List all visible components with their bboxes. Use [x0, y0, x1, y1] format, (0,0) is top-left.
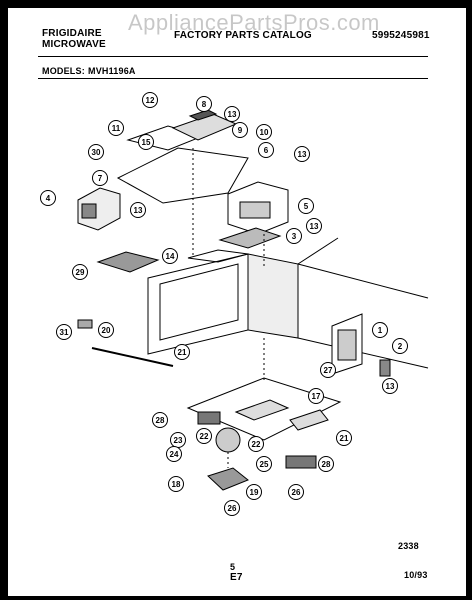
callout-circle: [56, 324, 72, 340]
callout-circle: [152, 412, 168, 428]
callout-label: 26: [228, 504, 237, 513]
callout-label: 21: [178, 348, 187, 357]
callout-circle: [142, 92, 158, 108]
callout-label: 31: [60, 328, 69, 337]
callout-label: 13: [310, 222, 319, 231]
callout-circle: [88, 144, 104, 160]
callout-label: 20: [102, 326, 111, 335]
callout-label: 1: [378, 326, 383, 335]
callout-circle: [318, 456, 334, 472]
callout-label: 12: [146, 96, 155, 105]
revision-date: 10/93: [404, 570, 428, 580]
callout-circle: [294, 146, 310, 162]
callout-label: 13: [298, 150, 307, 159]
callout-circle: [92, 170, 108, 186]
callout-label: 15: [142, 138, 151, 147]
callout-circle: [256, 124, 272, 140]
callout-circle: [196, 428, 212, 444]
parts-diagram-page: AppliancePartsPros.com FRIGIDAIRE MICROW…: [8, 8, 466, 596]
callout-circle: [286, 228, 302, 244]
callout-circle: [108, 120, 124, 136]
callout-label: 13: [386, 382, 395, 391]
catalog-title: FACTORY PARTS CATALOG: [174, 30, 312, 41]
callout-label: 17: [312, 392, 321, 401]
callout-label: 13: [228, 110, 237, 119]
callout-circle: [248, 436, 264, 452]
callout-circle: [320, 362, 336, 378]
callout-label: 29: [76, 268, 85, 277]
page-number: 5: [230, 562, 236, 572]
callout-circle: [258, 142, 274, 158]
callout-circle: [166, 446, 182, 462]
callout-label: 9: [238, 126, 243, 135]
callout-circle: [224, 106, 240, 122]
callout-circle: [232, 122, 248, 138]
callout-circle: [308, 388, 324, 404]
callout-label: 23: [174, 436, 183, 445]
callout-label: 25: [260, 460, 269, 469]
models-value: MVH1196A: [88, 66, 136, 76]
callout-circle: [174, 344, 190, 360]
callout-label: 27: [324, 366, 333, 375]
callout-circle: [336, 430, 352, 446]
callout-label: 11: [112, 124, 121, 133]
callout-label: 24: [170, 450, 179, 459]
callout-circle: [138, 134, 154, 150]
callout-circle: [246, 484, 262, 500]
callout-circle: [288, 484, 304, 500]
callout-label: 18: [172, 480, 181, 489]
callout-label: 30: [92, 148, 101, 157]
callout-label: 19: [250, 488, 259, 497]
callout-label: 4: [46, 194, 51, 203]
callout-circle: [168, 476, 184, 492]
callout-circle: [392, 338, 408, 354]
callout-circle: [72, 264, 88, 280]
callout-circle: [298, 198, 314, 214]
callout-label: 22: [200, 432, 209, 441]
watermark: AppliancePartsPros.com: [128, 10, 380, 35]
section-code: E7: [230, 572, 243, 583]
models-label: MODELS:: [42, 66, 85, 76]
callout-circle: [98, 322, 114, 338]
callout-circle: [40, 190, 56, 206]
callout-circle: [224, 500, 240, 516]
brand-line-1: FRIGIDAIRE: [42, 28, 102, 39]
callout-label: 28: [322, 460, 331, 469]
callout-label: 10: [260, 128, 269, 137]
callout-circle: [162, 248, 178, 264]
drawing-number: 2338: [398, 541, 419, 551]
header-rule-bottom: [38, 78, 428, 79]
callout-label: 26: [292, 488, 301, 497]
callout-label: 5: [304, 202, 309, 211]
brand-line-2: MICROWAVE: [42, 39, 106, 50]
header-rule-top: [38, 56, 428, 57]
callout-circle: [256, 456, 272, 472]
callout-label: 14: [166, 252, 175, 261]
callout-circle: [130, 202, 146, 218]
callout-circle: [382, 378, 398, 394]
callout-circle: [306, 218, 322, 234]
callout-label: 21: [340, 434, 349, 443]
callout-label: 28: [156, 416, 165, 425]
part-number: 5995245981: [372, 30, 430, 41]
callout-label: 7: [98, 174, 103, 183]
callout-label: 3: [292, 232, 297, 241]
callout-label: 8: [202, 100, 207, 109]
callout-label: 13: [134, 206, 143, 215]
callout-label: 22: [252, 440, 261, 449]
callout-label: 6: [264, 146, 269, 155]
callout-circle: [372, 322, 388, 338]
callout-circle: [196, 96, 212, 112]
callout-label: 2: [398, 342, 403, 351]
